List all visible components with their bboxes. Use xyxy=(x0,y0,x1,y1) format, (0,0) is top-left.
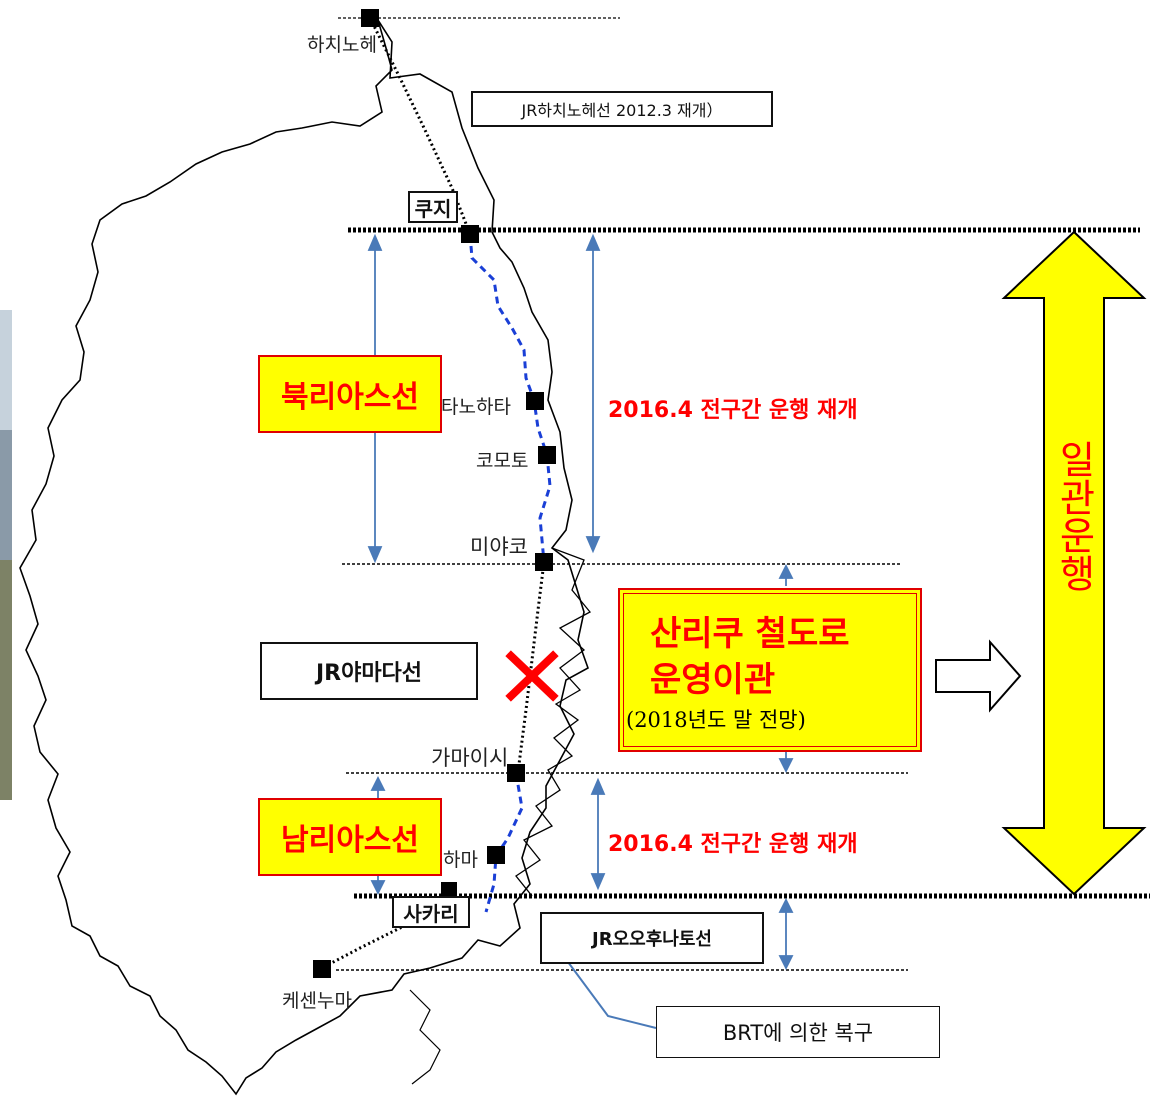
yamada-line-label: JR야마다선 xyxy=(260,642,478,700)
integrated-operation-arrow xyxy=(1001,230,1147,896)
transfer-arrow-icon xyxy=(935,639,1022,713)
north-rias-label: 북리아스선 xyxy=(258,355,442,433)
sanriku-title-line1: 산리쿠 철도로 xyxy=(650,614,850,654)
closed-section-icon xyxy=(505,650,559,702)
station-label-tanohata: 타노하타 xyxy=(441,396,511,418)
hachinohe-line-route xyxy=(368,17,472,235)
hachinohe-line-label: JR하치노헤선 2012.3 재개） xyxy=(471,91,773,127)
prefecture-outline xyxy=(19,19,589,1096)
south-rias-label: 남리아스선 xyxy=(258,798,442,876)
station-label-komoto: 코모토 xyxy=(476,450,529,472)
station-markers xyxy=(313,9,556,978)
south-rias-route xyxy=(484,772,524,913)
sanriku-transfer-box: 산리쿠 철도로 운영이관 (2018년도 말 전망) xyxy=(618,588,922,752)
sanriku-title-line2: 운영이관 xyxy=(650,660,776,700)
station-label-kuji: 쿠지 xyxy=(408,191,458,223)
sanriku-note: (2018년도 말 전망) xyxy=(626,708,806,732)
station-label-hachinohe: 하치노헤 xyxy=(307,34,377,56)
station-label-sakari: 사카리 xyxy=(392,896,470,928)
brt-label: BRT에 의한 복구 xyxy=(656,1006,940,1058)
station-label-kamaishi: 가마이시 xyxy=(431,746,509,770)
north-rias-route xyxy=(468,233,552,563)
north-restart-label: 2016.4 전구간 운행 재개 xyxy=(608,398,858,423)
integrated-operation-label: 일관운행 xyxy=(1052,440,1096,592)
station-label-kesennuma: 케센누마 xyxy=(282,990,352,1012)
brt-callout-line xyxy=(567,961,657,1029)
ofunato-line-label: JR오오후나토선 xyxy=(540,912,764,964)
south-restart-label: 2016.4 전구간 운행 재개 xyxy=(608,832,858,857)
station-label-miyako: 미야코 xyxy=(470,535,528,559)
